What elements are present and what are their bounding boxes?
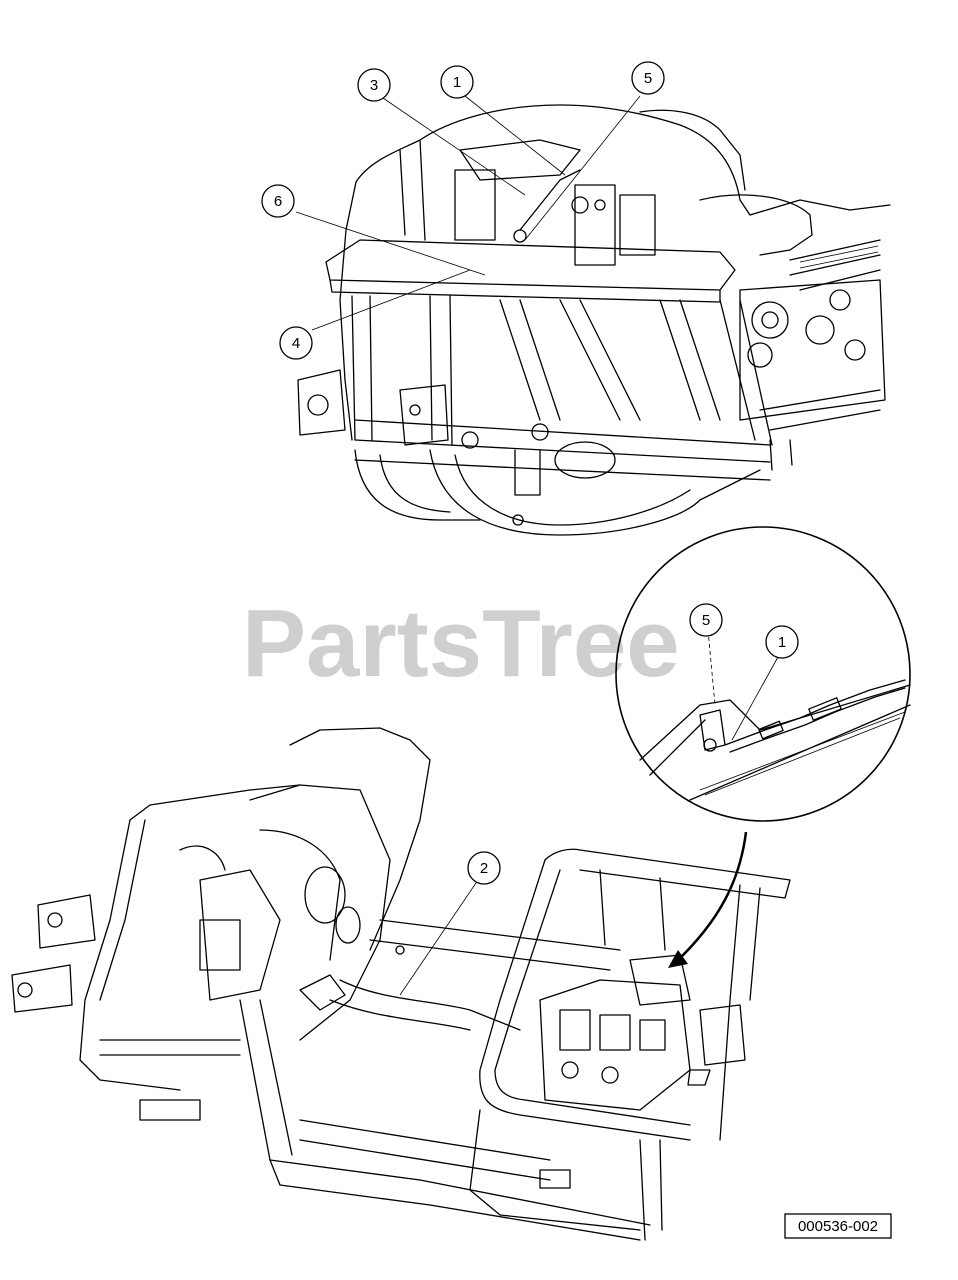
detail-callout-5[interactable]: 5	[689, 603, 723, 637]
top-assembly-view: 3 1 5 6 4	[261, 61, 891, 536]
detail-view: 5 1	[615, 526, 911, 968]
callout-1[interactable]: 1	[440, 65, 474, 99]
callout-6-label: 6	[274, 193, 282, 210]
detail-callout-5-label: 5	[702, 612, 710, 629]
callout-3[interactable]: 3	[357, 68, 391, 102]
callout-5[interactable]: 5	[631, 61, 665, 95]
callout-2-label: 2	[480, 860, 488, 877]
callout-2[interactable]: 2	[467, 851, 501, 885]
reference-number: 000536-002	[798, 1218, 878, 1235]
reference-number-box: 000536-002	[784, 1213, 892, 1239]
callout-1-label: 1	[453, 74, 461, 91]
bottom-assembly-view: 2	[11, 727, 791, 1241]
detail-callout-1-label: 1	[778, 634, 786, 651]
callout-4[interactable]: 4	[279, 326, 313, 360]
callout-6[interactable]: 6	[261, 184, 295, 218]
callout-5-label: 5	[644, 70, 652, 87]
watermark: PartsTree	[242, 590, 680, 697]
callout-3-label: 3	[370, 77, 378, 94]
detail-arrow-head	[668, 950, 688, 968]
callout-4-label: 4	[292, 335, 300, 352]
detail-callout-1[interactable]: 1	[765, 625, 799, 659]
